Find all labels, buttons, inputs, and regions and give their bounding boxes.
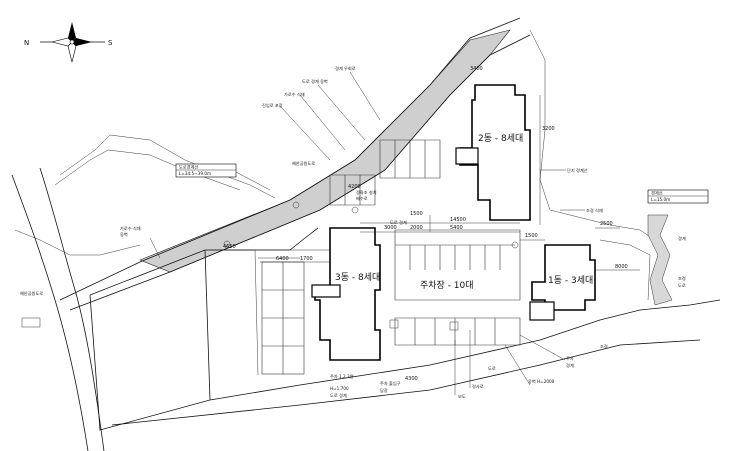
dim-7: 14500 <box>450 217 466 223</box>
annotation-4: 진입로 포장 <box>262 102 283 108</box>
right-boundary-callout: 경계선 L=15.0m <box>647 190 709 204</box>
dim-12: 1500 <box>525 233 538 239</box>
annotation-13: H=1,700 <box>330 386 349 391</box>
annotation-8: 배수로 <box>356 195 368 202</box>
annotation-16: 담장 <box>380 387 388 393</box>
annotation-19: 주차 <box>566 355 574 362</box>
annotation-1: 경계 우회로 <box>335 65 356 72</box>
building-2: 2동 - 8세대 <box>455 84 531 221</box>
survey-markers <box>223 201 519 249</box>
dim-5: 2000 <box>410 225 423 231</box>
dim-8: 4200 <box>348 184 361 190</box>
dim-6: 5400 <box>450 225 463 231</box>
dim-11: 8000 <box>615 264 628 270</box>
annotation-6: 조경 식재 <box>586 207 603 214</box>
annotation-2: 도로 경계 옹벽 <box>302 78 328 85</box>
compass-rose-icon: N S <box>24 22 113 63</box>
main-road-left-label: 해안공원도로 <box>20 290 43 297</box>
dim-13: 3200 <box>542 126 555 132</box>
annotations: 경계 우회로 도로 경계 옹벽 가로수 식재 진입로 포장 단지 경계선 조경 … <box>120 65 686 399</box>
left-parking-strip <box>261 261 305 375</box>
compass-south-label: S <box>108 39 113 47</box>
dim-14: 3400 <box>470 66 483 72</box>
annotation-7: 정화조 설치 <box>356 189 377 196</box>
central-parking-lot: 주차장 - 10대 <box>389 229 521 346</box>
dimension-lines: 4650 6400 1700 3000 2000 5400 14500 4200… <box>222 66 640 382</box>
dim-1: 4650 <box>223 244 236 250</box>
annotation-12: 주차 1,2,3면 <box>330 373 354 380</box>
dim-2: 6400 <box>276 256 289 262</box>
building-1-label: 1동 - 3세대 <box>548 275 593 286</box>
annotation-3: 가로수 식재 <box>284 91 305 98</box>
annotation-23: 경계 <box>678 235 686 242</box>
building-2-label: 2동 - 8세대 <box>478 133 523 144</box>
annotation-11: 도로 경계 <box>390 219 407 226</box>
dim-4: 3000 <box>384 225 397 231</box>
box-right-sub: L=15.0m <box>651 197 670 202</box>
box-left-sub: L=34.5~39.0m <box>179 171 211 176</box>
dim-3: 1700 <box>300 256 313 262</box>
annotation-10: 옹벽 <box>120 231 128 238</box>
building-3-label: 3동 - 8세대 <box>335 272 380 283</box>
annotation-18: 보도 <box>458 394 466 399</box>
annotation-5: 단지 경계선 <box>567 167 588 174</box>
annotation-21: 옹벽 H=2000 <box>528 378 555 385</box>
annotation-9: 가로수 식재 <box>120 225 141 232</box>
box-left-title: 도로경계선 <box>179 164 198 171</box>
dim-9: 1500 <box>410 211 423 217</box>
dim-15: 4300 <box>405 376 418 382</box>
upper-road-label: 해안공원도로 <box>292 160 315 167</box>
annotation-14: 도로 경계 <box>330 392 347 399</box>
annotation-20: 경계 <box>566 362 574 369</box>
right-slope <box>529 29 673 306</box>
compass-north-label: N <box>24 39 29 47</box>
left-boundary-callout: 도로경계선 L=34.5~39.0m <box>175 164 271 191</box>
bottom-road-label: 도로 <box>488 366 496 371</box>
upper-parking-strip <box>329 139 441 206</box>
box-right-title: 경계선 <box>651 190 663 197</box>
dim-10: 2500 <box>600 221 613 227</box>
building-1: 1동 - 3세대 <box>529 244 596 321</box>
building-3: 3동 - 8세대 <box>311 227 381 361</box>
annotation-15: 주차 출입구 <box>380 380 401 387</box>
parking-lot-label: 주차장 - 10대 <box>420 279 474 291</box>
upper-diagonal-road: 해안공원도로 <box>59 17 531 311</box>
site-boundaries: 도로 <box>89 227 721 431</box>
annotation-24: 조경 <box>678 275 686 281</box>
annotation-22: 조경 <box>600 343 608 349</box>
annotation-17: 경사로 <box>472 383 484 390</box>
left-road: 해안공원도로 <box>11 167 105 451</box>
annotation-25: 도로 <box>678 283 686 288</box>
